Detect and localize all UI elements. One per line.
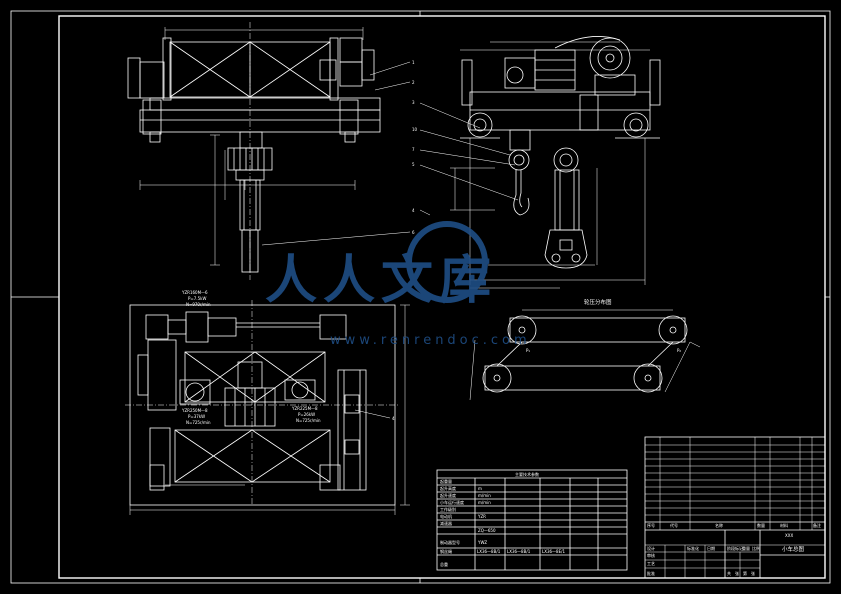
spec-row-0: 起重量 — [440, 478, 452, 484]
wheel-diagram-title: 轮压分布图 — [584, 298, 612, 306]
spec-row-3-unit: m/min — [478, 500, 491, 505]
spec-row-6: 减速器 — [440, 520, 452, 526]
spec-row-1-unit: m — [478, 486, 482, 491]
callout-10: 10 — [412, 127, 418, 132]
spec-bottom-0: 钢丝绳 — [440, 548, 452, 554]
wheel-label-p1: P₁ — [526, 348, 530, 353]
spec-row-8-val: YWZ — [477, 540, 487, 545]
plan-view — [125, 300, 410, 515]
spec-row-5-val: YZR — [477, 514, 486, 519]
callout-6: 6 — [412, 230, 415, 235]
spec-last-0: 总重 — [440, 561, 448, 567]
spec-row-8: 制动器型号 — [440, 539, 460, 545]
motor-left-l1: YZR250M—8 — [181, 408, 208, 413]
title-block — [644, 436, 826, 579]
tb-bottom-review: 审核 — [647, 552, 655, 558]
motor-right-l2: P=26kW — [298, 412, 315, 417]
spec-row-2: 起升速度 — [440, 492, 456, 498]
tb-col-5: 备注 — [813, 522, 821, 528]
tb-col-0: 序号 — [647, 522, 655, 528]
tb-bottom-scale: 比例 — [752, 545, 760, 551]
spec-row-4: 工作级别 — [440, 506, 456, 512]
motor-left-l2: P=37kW — [188, 414, 205, 419]
tb-bottom-weight: 重量 — [742, 545, 750, 551]
watermark-url: www.renrendoc.com — [330, 333, 531, 348]
annotation-texts: 1 2 3 10 7 5 4 6 4 YZR160M—6 P=7.5kW N=9… — [181, 60, 821, 576]
spec-bottom-3: LX36—8E/1 — [542, 549, 565, 554]
callout-1: 1 — [412, 60, 415, 65]
spec-bottom-2: LX36—8B/1 — [507, 549, 531, 554]
watermark-cn: 人人文库 — [265, 251, 497, 311]
tb-bottom-process: 工艺 — [647, 561, 655, 566]
drawing-scale-label: XXX — [785, 533, 793, 538]
motor-right-l3: N=725r/min — [296, 418, 321, 423]
tb-bottom-total: 共 — [727, 570, 731, 576]
spec-row-1: 起升高度 — [440, 485, 456, 491]
tb-bottom-standard: 标准化 — [687, 545, 699, 551]
drawing-border — [10, 10, 831, 584]
tb-bottom-sheet: 张 — [735, 570, 739, 576]
motor-top-l3: N=970r/min — [186, 302, 211, 307]
spec-row-7-val: ZQ—650 — [478, 528, 496, 533]
spec-bottom-1: LX36—8B/1 — [477, 549, 501, 554]
tb-bottom-approve: 批准 — [647, 570, 655, 576]
tb-bottom-design: 设计 — [647, 545, 655, 551]
drawing-title: 小车总图 — [782, 545, 805, 553]
spec-table — [436, 469, 628, 571]
tb-col-4: 材料 — [780, 522, 788, 528]
wheel-label-p2: P₂ — [677, 348, 681, 353]
motor-top-l1: YZR160M—6 — [181, 290, 208, 295]
callout-4: 4 — [412, 208, 415, 213]
spec-row-3: 小车运行速度 — [440, 499, 464, 505]
callout-7: 7 — [412, 147, 415, 152]
callout-2: 2 — [412, 80, 415, 85]
tb-bottom-no: 第 — [743, 570, 747, 576]
callout-5: 5 — [412, 162, 415, 167]
tb-bottom-stage: 阶段标记 — [727, 545, 743, 551]
spec-row-2-unit: m/min — [478, 493, 491, 498]
tb-col-1: 代号 — [670, 522, 678, 528]
tb-col-3: 数量 — [757, 522, 765, 528]
motor-top-l2: P=7.5kW — [188, 296, 206, 301]
motor-left-l3: N=725r/min — [186, 420, 211, 425]
spec-row-5: 电动机 — [440, 513, 452, 519]
motor-right-l1: YZR225M—8 — [291, 406, 318, 411]
front-view — [127, 22, 381, 280]
tb-col-2: 名称 — [715, 522, 723, 528]
leader-lines — [261, 61, 519, 419]
watermark: 人人文库 www.renrendoc.com — [265, 221, 531, 348]
side-view — [450, 36, 661, 289]
spec-table-header: 主要技术参数 — [515, 471, 539, 477]
callout-4b: 4 — [392, 416, 395, 421]
tb-bottom-date: 日期 — [707, 545, 715, 551]
callout-3: 3 — [412, 100, 415, 105]
tb-bottom-sheet2: 张 — [751, 570, 755, 576]
wheel-load-diagram — [469, 309, 701, 401]
